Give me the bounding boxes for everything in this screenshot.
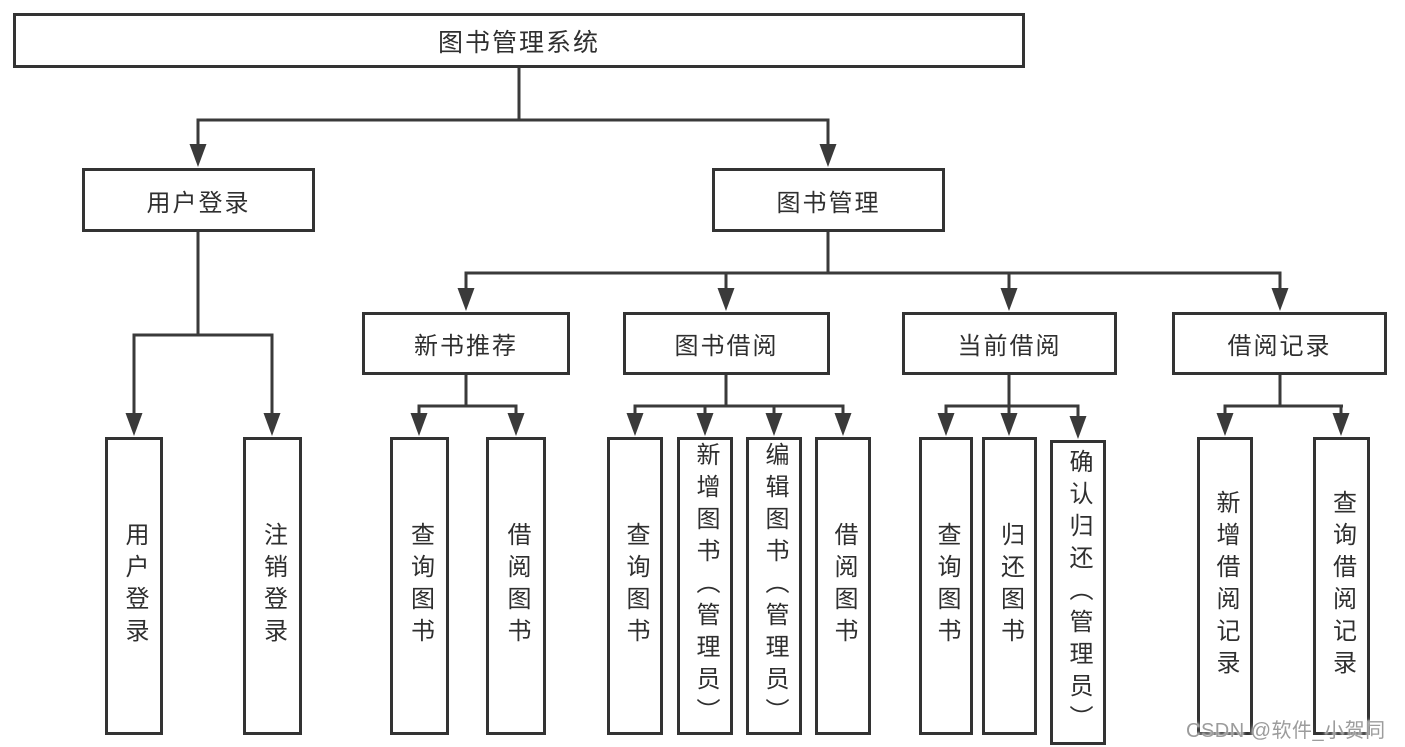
- node-new-book-recommend: 新书推荐: [362, 312, 570, 375]
- node-book-borrowing: 图书借阅: [623, 312, 830, 375]
- leaf-query-books-recommend-label: 查询图书: [406, 522, 434, 650]
- leaf-query-books-current-label: 查询图书: [933, 522, 960, 650]
- leaf-query-books-current: 查询图书: [919, 437, 973, 735]
- node-book-management: 图书管理: [712, 168, 945, 232]
- node-current-borrowing: 当前借阅: [902, 312, 1117, 375]
- leaf-return-book: 归还图书: [982, 437, 1037, 735]
- leaf-confirm-return-admin-label: 确认归还（管理员）: [1065, 448, 1092, 737]
- leaf-confirm-return-admin: 确认归还（管理员）: [1050, 440, 1106, 745]
- leaf-add-book-admin: 新增图书（管理员）: [677, 437, 733, 735]
- leaf-query-borrow-record: 查询借阅记录: [1313, 437, 1370, 735]
- leaf-query-books-recommend: 查询图书: [390, 437, 449, 735]
- leaf-user-login-label: 用户登录: [121, 522, 148, 650]
- leaf-edit-book-admin: 编辑图书（管理员）: [746, 437, 802, 735]
- leaf-borrow-books-borrowing: 借阅图书: [815, 437, 871, 735]
- leaf-user-login: 用户登录: [105, 437, 163, 735]
- node-borrow-records: 借阅记录: [1172, 312, 1387, 375]
- leaf-borrow-books-borrowing-label: 借阅图书: [830, 522, 857, 650]
- leaf-query-books-borrowing: 查询图书: [607, 437, 663, 735]
- leaf-edit-book-admin-label: 编辑图书（管理员）: [761, 442, 788, 730]
- leaf-borrow-books-recommend: 借阅图书: [486, 437, 546, 735]
- leaf-query-books-borrowing-label: 查询图书: [622, 522, 649, 650]
- leaf-return-book-label: 归还图书: [996, 522, 1024, 650]
- leaf-borrow-books-recommend-label: 借阅图书: [503, 522, 530, 650]
- node-library-management-system: 图书管理系统: [13, 13, 1025, 68]
- leaf-logout-label: 注销登录: [259, 522, 287, 650]
- leaf-add-book-admin-label: 新增图书（管理员）: [692, 442, 719, 730]
- csdn-watermark: CSDN @软件_小贺同学: [1186, 720, 1386, 742]
- node-user-login: 用户登录: [82, 168, 315, 232]
- leaf-logout: 注销登录: [243, 437, 302, 735]
- leaf-add-borrow-record-label: 新增借阅记录: [1212, 490, 1239, 682]
- leaf-query-borrow-record-label: 查询借阅记录: [1328, 490, 1356, 682]
- leaf-add-borrow-record: 新增借阅记录: [1197, 437, 1253, 735]
